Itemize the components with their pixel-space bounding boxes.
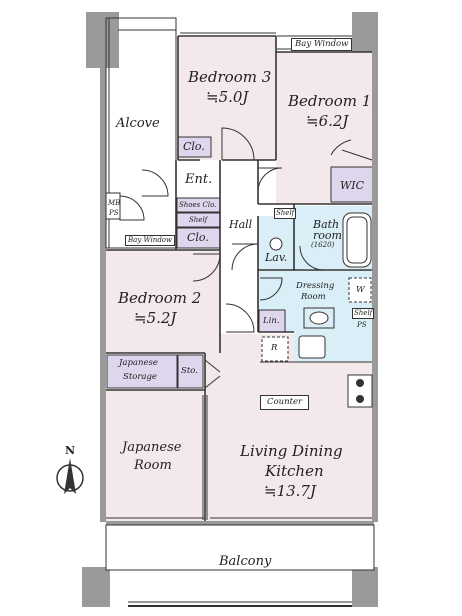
outer-walls (82, 12, 378, 607)
bedroom2-floor (106, 250, 220, 353)
bay-window-small-label: Bay Window (125, 235, 176, 246)
ldk-size: ≒13.7J (264, 482, 316, 500)
shelf-ent-label: Shelf (189, 216, 208, 224)
mbps-box (105, 192, 121, 220)
bathroom-line2: room (313, 229, 342, 242)
compass-arrow (64, 458, 76, 494)
bedroom2-size: ≒5.2J (134, 309, 177, 327)
kitchen-sink (298, 335, 326, 359)
hall-label: Hall (229, 218, 253, 231)
sto-fill (177, 354, 204, 389)
door-swings (192, 127, 373, 389)
clo-bed3-label: Clo. (183, 140, 205, 153)
clo-ent-label: Clo. (187, 231, 209, 244)
ldk-name-line2: Kitchen (265, 462, 324, 480)
interior-walls (106, 35, 372, 521)
shoes-clo-label: Shoes Clo. (179, 201, 217, 209)
balcony-label: Balcony (219, 554, 272, 569)
alcove-label: Alcove (116, 116, 160, 131)
dressing-line2: Room (301, 292, 326, 302)
counter-label: Counter (260, 395, 310, 410)
bedroom1-size: ≒6.2J (306, 112, 349, 130)
sto-label: Sto. (181, 366, 198, 376)
bedroom2-name: Bedroom 2 (118, 289, 202, 307)
washbasin-icon (269, 237, 283, 251)
ps-label: PS (357, 321, 367, 329)
japanese-storage-line2: Storage (123, 372, 157, 382)
japanese-storage-fill (106, 354, 178, 389)
japanese-storage-line1: Japanese (119, 358, 158, 368)
stove-burner (356, 379, 364, 387)
ldk-name-line1: Living Dining (240, 442, 343, 460)
japanese-room-floor (106, 390, 203, 521)
toilet-tank (303, 307, 335, 329)
washer-box (348, 277, 372, 303)
bathtub-inner (346, 216, 368, 264)
bay-window-top-label: Bay Window (291, 38, 353, 51)
mbps-line2: PS (109, 209, 119, 217)
bathroom-line3: (1620) (311, 241, 335, 249)
bedroom3-size: ≒5.0J (206, 88, 249, 106)
bedroom3-name: Bedroom 3 (188, 68, 272, 86)
mbps-line1: MB (108, 199, 121, 207)
japanese-room-line1: Japanese (122, 440, 182, 455)
wic-label: WIC (340, 179, 365, 192)
washer-label: W (356, 285, 365, 295)
shelf-bath-label: Shelf (274, 208, 297, 219)
bedroom1-name: Bedroom 1 (288, 92, 372, 110)
japanese-room-line2: Room (134, 458, 172, 473)
lav-label: Lav. (265, 251, 288, 264)
fridge-box (261, 336, 289, 362)
stove-burner (356, 395, 364, 403)
bathroom-line1: Bath (313, 218, 340, 231)
ldk-floor (205, 334, 373, 521)
toilet-icon (309, 311, 329, 325)
north-label: N (65, 444, 76, 457)
fridge-label: R (271, 343, 278, 353)
entrance-label: Ent. (185, 172, 213, 187)
bathtub (342, 212, 372, 268)
lin-label: Lin. (263, 316, 280, 326)
shelf-dress-label: Shelf (352, 308, 375, 319)
dressing-line1: Dressing (296, 281, 335, 291)
balcony-area (105, 524, 375, 571)
